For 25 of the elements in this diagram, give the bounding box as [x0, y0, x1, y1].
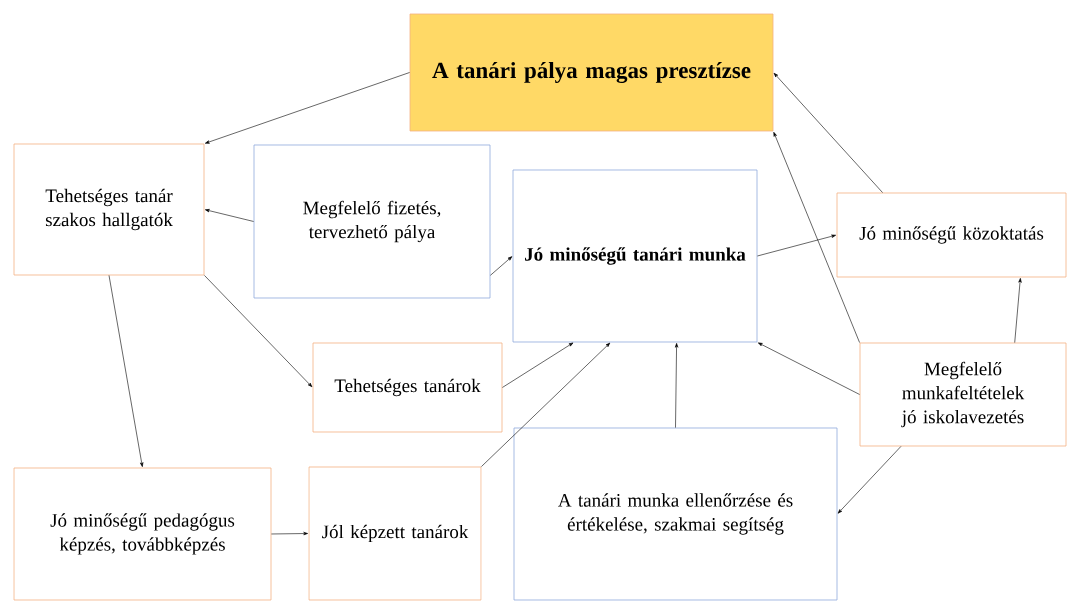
- arrow: [502, 342, 574, 388]
- arrow: [773, 131, 860, 343]
- arrow: [757, 342, 860, 395]
- arrow: [674, 343, 679, 428]
- arrow: [490, 256, 513, 276]
- arrow: [757, 234, 836, 257]
- concept-box: Jól képzett tanárok: [308, 466, 482, 601]
- arrow: [481, 342, 611, 467]
- concept-box: Megfelelő fizetés, tervezhető pálya: [253, 144, 491, 299]
- concept-box: Jó minőségű pedagógus képzés, továbbképzés: [13, 467, 272, 601]
- arrow: [204, 275, 313, 388]
- arrow: [773, 72, 883, 193]
- concept-box: Megfelelő munkafeltételek jó iskolavezetés: [859, 342, 1067, 447]
- concept-box: Jó minőségű közoktatás: [836, 192, 1067, 278]
- arrow: [108, 275, 144, 467]
- title-box: A tanári pálya magas presztízse: [409, 13, 774, 132]
- arrow: [1014, 278, 1022, 343]
- concept-box: Tehetséges tanárok: [312, 342, 503, 433]
- concept-box: Tehetséges tanár szakos hallgatók: [13, 143, 205, 276]
- arrow: [205, 209, 254, 222]
- concept-box: A tanári munka ellenőrzése és értékelése, szakmai segítség: [513, 427, 838, 601]
- arrow: [205, 72, 410, 144]
- arrow: [837, 446, 902, 514]
- concept-box: Jó minőségű tanári munka: [512, 169, 758, 343]
- arrow: [271, 531, 308, 536]
